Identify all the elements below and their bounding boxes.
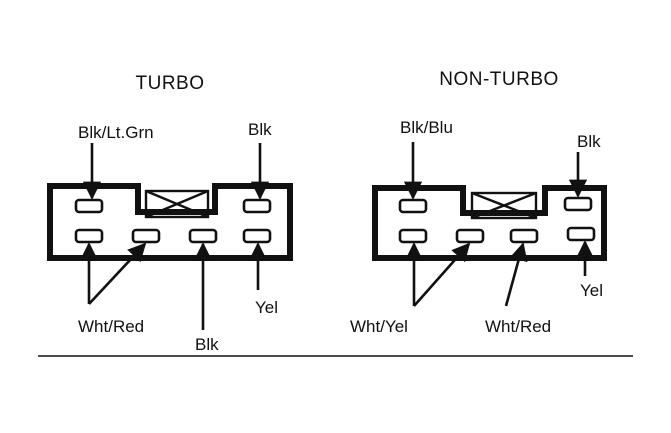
non-turbo-label-bottom-mid: Wht/Red <box>485 317 551 336</box>
non-turbo-label-top-right: Blk <box>577 132 601 151</box>
non-turbo-label-bottom-right: Yel <box>580 281 603 300</box>
turbo-title: TURBO <box>136 73 205 94</box>
turbo-label-bottom-right: Yel <box>255 298 278 317</box>
turbo-lock-tab <box>144 189 210 219</box>
turbo-connector-group: TURBO Blk/Lt.Grn Blk Wht/Red Blk Yel <box>47 73 293 354</box>
non-turbo-terminal-bottom-1 <box>398 228 428 244</box>
turbo-label-top-right: Blk <box>248 120 272 139</box>
turbo-terminal-bottom-3 <box>188 228 218 244</box>
non-turbo-terminal-top-right <box>563 196 593 212</box>
non-turbo-lock-cross-b <box>471 191 537 220</box>
turbo-terminal-top-right <box>242 198 272 214</box>
turbo-label-bottom-left: Wht/Red <box>78 317 144 336</box>
turbo-terminal-bottom-1 <box>74 228 104 244</box>
turbo-terminal-bottom-4 <box>242 228 272 244</box>
turbo-terminal-top-left <box>74 198 104 214</box>
turbo-terminal-bottom-2 <box>131 228 161 244</box>
non-turbo-lock-tab <box>470 191 538 220</box>
turbo-lock-cross-b <box>145 189 209 219</box>
non-turbo-arrow-bottom-left-b <box>413 242 471 307</box>
non-turbo-label-bottom-left: Wht/Yel <box>350 317 408 336</box>
non-turbo-terminal-bottom-4 <box>566 226 596 242</box>
non-turbo-connector-group: NON-TURBO Blk/Blu Blk Wht/Yel Wht/Red Ye… <box>350 69 607 336</box>
non-turbo-arrow-bottom-mid <box>504 242 528 307</box>
non-turbo-terminal-top-left <box>398 198 428 214</box>
non-turbo-label-top-left: Blk/Blu <box>400 118 453 137</box>
turbo-label-bottom-mid: Blk <box>195 335 219 354</box>
non-turbo-terminal-bottom-3 <box>509 228 539 244</box>
turbo-label-top-left: Blk/Lt.Grn <box>78 123 154 142</box>
turbo-connector-housing <box>47 183 293 261</box>
non-turbo-title: NON-TURBO <box>439 69 559 90</box>
turbo-arrow-bottom-left-b <box>88 242 147 305</box>
non-turbo-terminal-bottom-2 <box>455 228 485 244</box>
